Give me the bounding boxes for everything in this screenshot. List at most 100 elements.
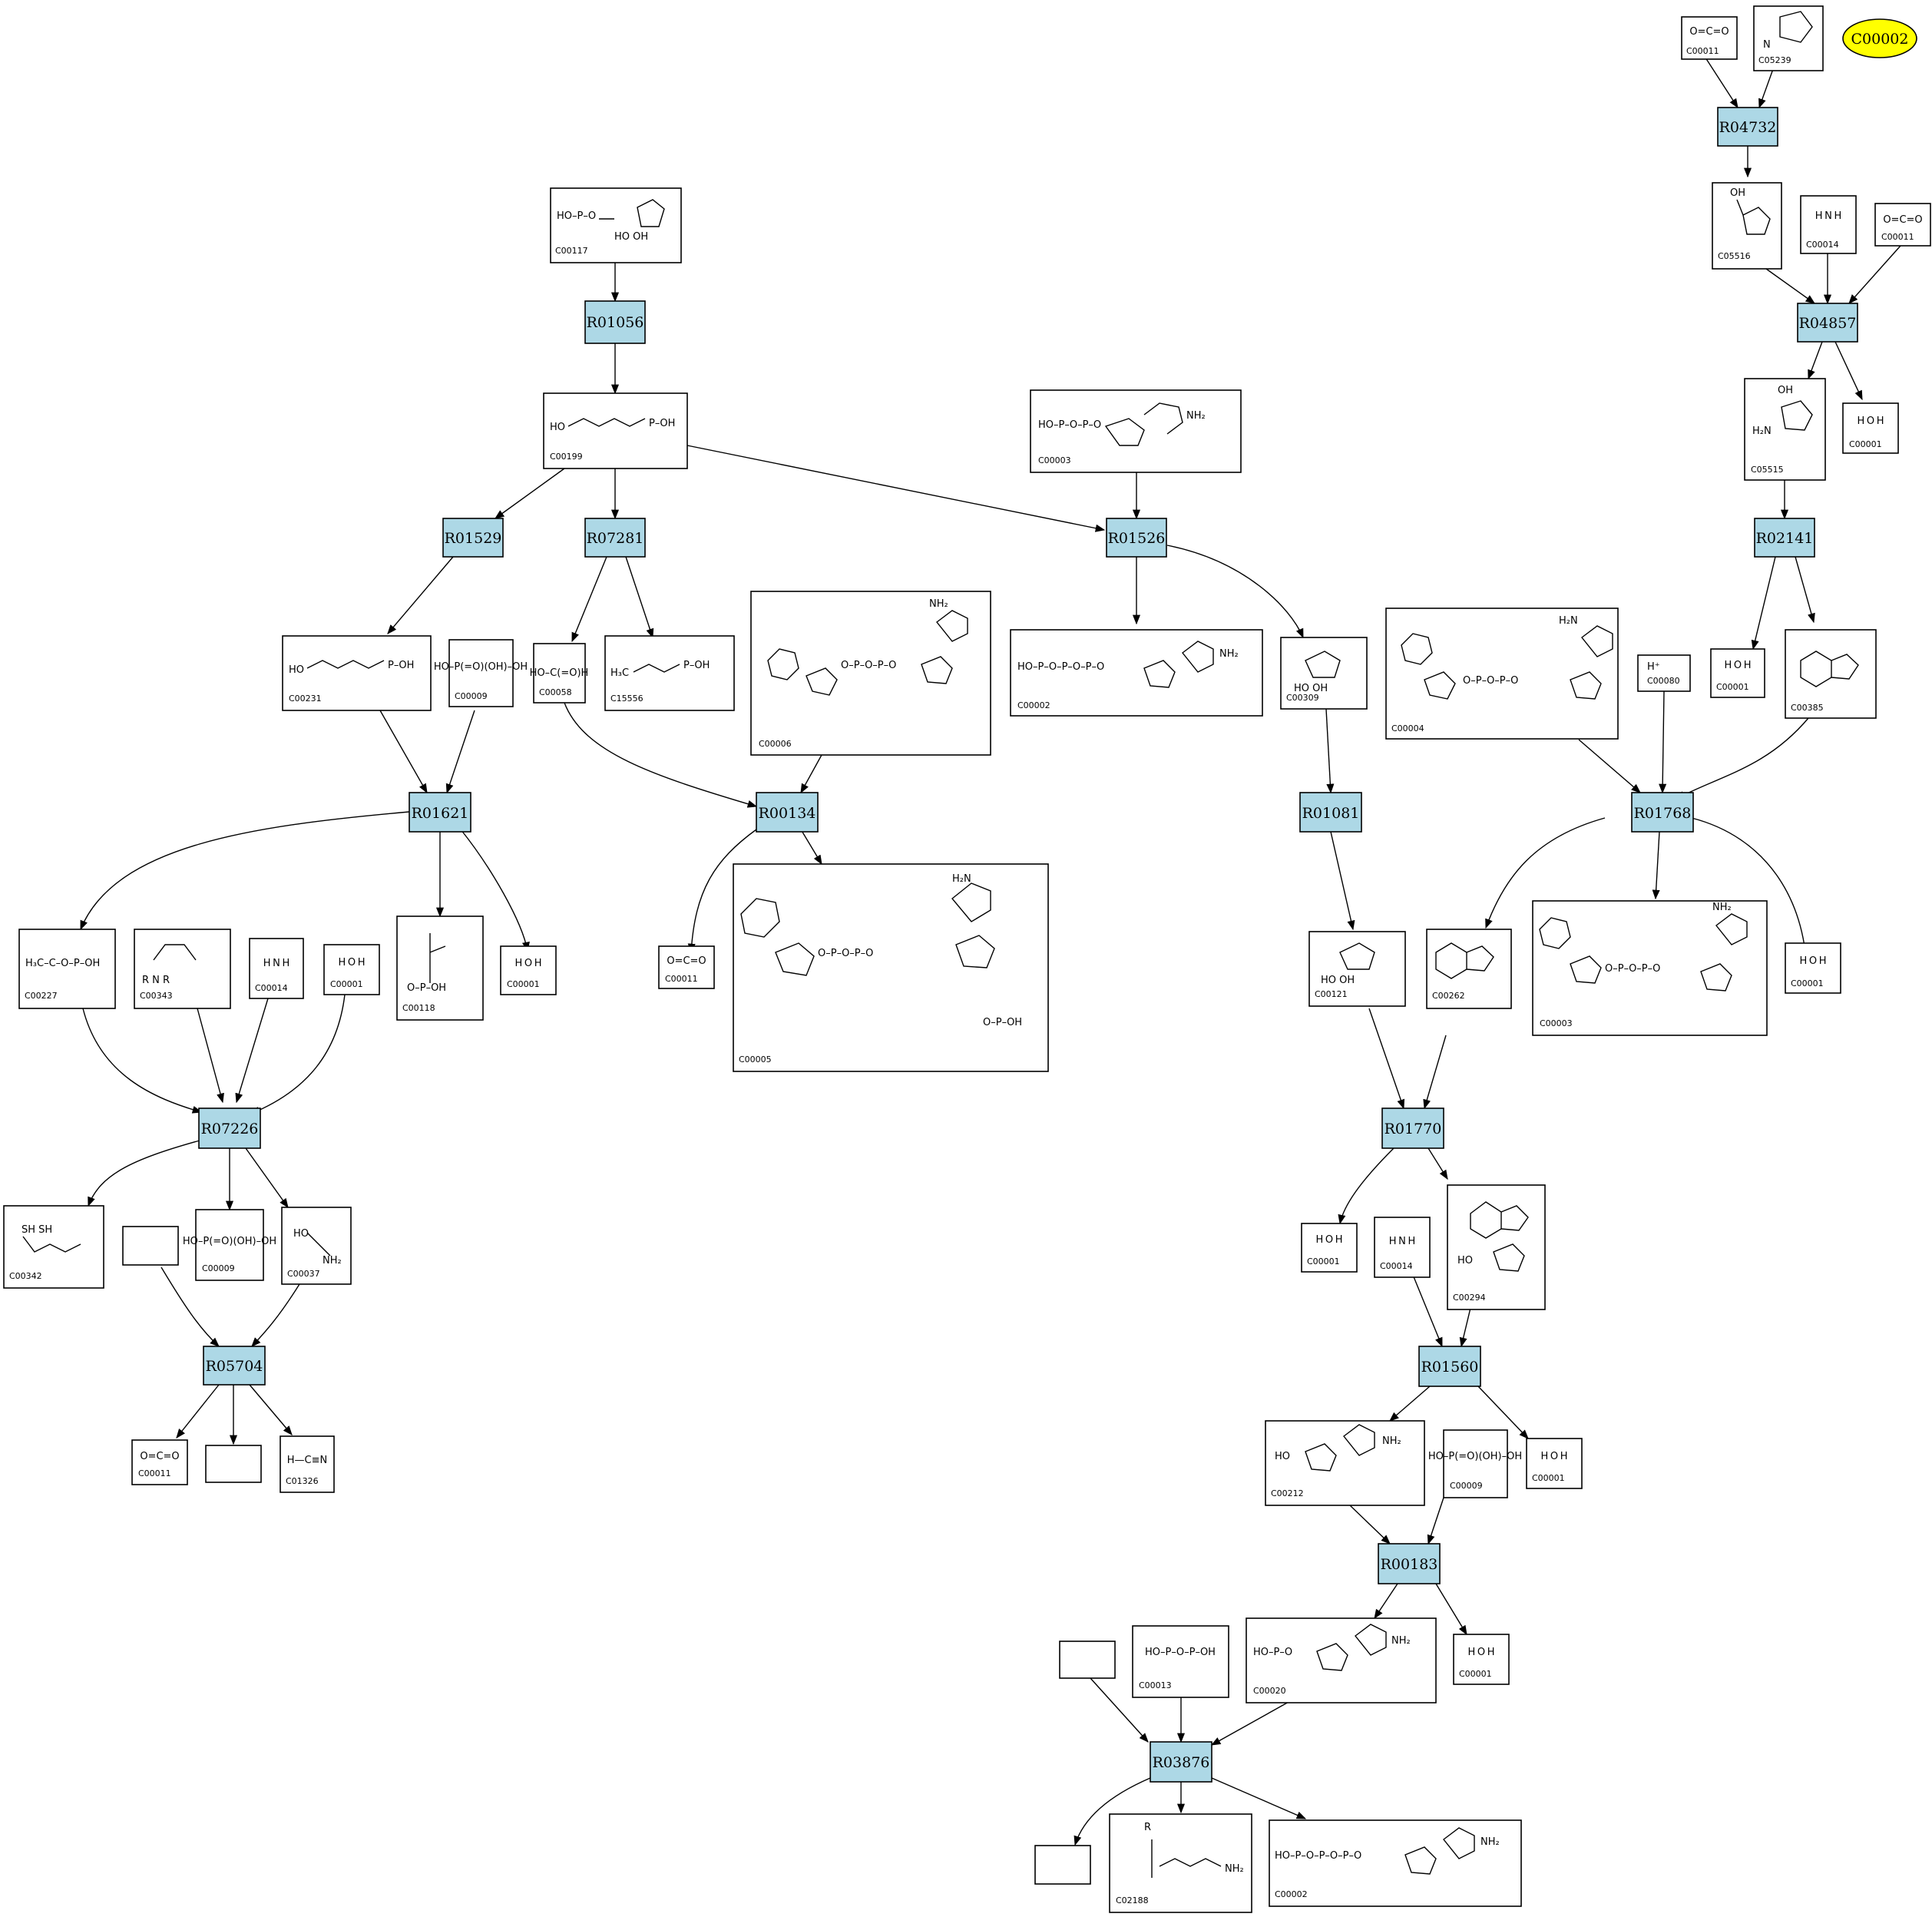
compound-id: C00343 xyxy=(140,991,173,1001)
compound-node-c00014[interactable]: H N H C00014 xyxy=(1374,1217,1431,1278)
compound-id: C00231 xyxy=(289,694,322,704)
compound-node-c00005[interactable]: O–P–O–P–O H₂N O–P–OH C00005 xyxy=(733,863,1049,1072)
reaction-label: R01560 xyxy=(1421,1359,1479,1376)
reaction-node-r01056[interactable]: R01056 xyxy=(584,300,646,344)
compound-node-c00262[interactable]: C00262 xyxy=(1426,929,1512,1009)
highlighted-compound-c00002[interactable]: C00002 xyxy=(1842,18,1917,58)
reaction-node-r01526[interactable]: R01526 xyxy=(1106,518,1167,558)
compound-node-c00001[interactable]: H O H C00001 xyxy=(1453,1634,1510,1685)
reaction-node-r01529[interactable]: R01529 xyxy=(442,518,504,558)
compound-node-c00294[interactable]: HO C00294 xyxy=(1447,1184,1546,1310)
adenosine-diphosphate-structure xyxy=(1104,402,1183,446)
compound-id: C05239 xyxy=(1758,55,1791,65)
reaction-node-r00183[interactable]: R00183 xyxy=(1378,1543,1441,1584)
phosphate-structure: HO–P(=O)(OH)–OH xyxy=(1428,1451,1522,1462)
ribulose-structure xyxy=(1305,651,1341,678)
hydroxyl-label: HO xyxy=(550,422,565,433)
unlabeled-compound-node[interactable] xyxy=(205,1445,262,1483)
compound-node-c05515[interactable]: OH H₂N C05515 xyxy=(1744,378,1826,481)
compound-node-c00002[interactable]: HO–P–O–P–O–P–O NH₂ C00002 xyxy=(1010,629,1263,717)
compound-node-c00009[interactable]: HO–P(=O)(OH)–OH C00009 xyxy=(183,1209,276,1281)
co2-structure: O=C=O xyxy=(667,955,706,967)
compound-node-c00001[interactable]: H O H C00001 xyxy=(500,945,557,995)
compound-node-c00003[interactable]: HO–P–O–P–O NH₂ C00003 xyxy=(1030,389,1242,473)
compound-node-c00080[interactable]: H⁺ C00080 xyxy=(1637,654,1691,692)
water-structure: H O H xyxy=(1468,1647,1495,1658)
compound-node-c00011[interactable]: O=C=O C00011 xyxy=(1874,203,1931,247)
compound-id: C00121 xyxy=(1315,989,1348,999)
imidazole-ring-structure xyxy=(1779,11,1813,43)
compound-node-c00342[interactable]: SH SH C00342 xyxy=(3,1205,104,1289)
edges xyxy=(80,55,1901,1846)
compound-node-c00001[interactable]: H O H C00001 xyxy=(323,944,380,995)
reaction-node-r05704[interactable]: R05704 xyxy=(203,1346,266,1386)
reaction-label: R03876 xyxy=(1153,1754,1210,1771)
phosphate-chain-label: O–P–O–P–O xyxy=(818,948,873,959)
compound-node-c00309[interactable]: HO OH C00309 xyxy=(1280,637,1368,710)
glyceraldehyde-phosphate-structure xyxy=(429,933,446,983)
compound-node-c00227[interactable]: H₃C–C–O–P–OH C00227 xyxy=(18,929,116,1009)
compound-node-c00002[interactable]: HO–P–O–P–O–P–O NH₂ C00002 xyxy=(1269,1819,1522,1907)
unlabeled-compound-node[interactable] xyxy=(1034,1845,1091,1885)
compound-node-c00014[interactable]: H N H C00014 xyxy=(1800,195,1857,254)
compound-node-c00020[interactable]: HO–P–O NH₂ C00020 xyxy=(1246,1617,1437,1703)
reaction-label: R01621 xyxy=(412,805,469,822)
compound-node-c00117[interactable]: HO–P–O HO OH C00117 xyxy=(550,187,682,263)
reaction-node-r07226[interactable]: R07226 xyxy=(198,1107,261,1149)
compound-node-c00004[interactable]: O–P–O–P–O H₂N C00004 xyxy=(1385,608,1619,740)
compound-node-c00037[interactable]: HO NH₂ C00037 xyxy=(281,1207,352,1285)
compound-node-c05516[interactable]: OH C05516 xyxy=(1712,182,1782,270)
thiol-label: SH SH xyxy=(22,1224,52,1236)
reaction-node-r07281[interactable]: R07281 xyxy=(584,518,646,558)
phosphate-chain-label: O–P–O–P–O xyxy=(1463,675,1518,687)
compound-node-c00009[interactable]: HO–P(=O)(OH)–OH C00009 xyxy=(434,639,528,707)
compound-node-c00013[interactable]: HO–P–O–P–OH C00013 xyxy=(1132,1625,1229,1698)
reaction-node-r04732[interactable]: R04732 xyxy=(1717,107,1778,147)
compound-node-c00212[interactable]: HO NH₂ C00212 xyxy=(1265,1420,1425,1506)
atp-structure xyxy=(1404,1827,1475,1875)
unlabeled-compound-node[interactable] xyxy=(1059,1641,1116,1679)
compound-node-c00118[interactable]: O–P–OH C00118 xyxy=(396,915,484,1021)
compound-node-c00003[interactable]: O–P–O–P–O NH₂ C00003 xyxy=(1532,900,1768,1036)
compound-node-c00001[interactable]: H O H C00001 xyxy=(1301,1223,1358,1273)
water-structure: H O H xyxy=(1541,1451,1568,1462)
reaction-node-r01081[interactable]: R01081 xyxy=(1299,792,1362,833)
compound-node-c00343[interactable]: R N R C00343 xyxy=(134,929,231,1009)
compound-node-c00001[interactable]: H O H C00001 xyxy=(1785,942,1841,994)
compound-node-c00231[interactable]: HO P–OH C00231 xyxy=(282,635,432,711)
compound-node-c00009[interactable]: HO–P(=O)(OH)–OH C00009 xyxy=(1428,1429,1522,1498)
compound-node-c01326[interactable]: H—C≡N C01326 xyxy=(280,1435,335,1493)
compound-node-c00006[interactable]: O–P–O–P–O NH₂ C00006 xyxy=(750,591,991,756)
compound-node-c00011[interactable]: O=C=O C00011 xyxy=(658,945,715,989)
reaction-node-r02141[interactable]: R02141 xyxy=(1754,518,1815,558)
reaction-node-r04857[interactable]: R04857 xyxy=(1797,303,1858,343)
reaction-node-r01768[interactable]: R01768 xyxy=(1631,792,1694,833)
compound-id: C00001 xyxy=(1532,1473,1565,1483)
compound-id: C00262 xyxy=(1432,991,1465,1001)
reaction-node-r01621[interactable]: R01621 xyxy=(409,792,471,833)
compound-node-c00011[interactable]: O=C=O C00011 xyxy=(1681,16,1738,60)
compound-id: C00001 xyxy=(1459,1669,1492,1679)
compound-node-c00014[interactable]: H N H C00014 xyxy=(249,938,304,999)
compound-node-c00121[interactable]: HO OH C00121 xyxy=(1308,931,1406,1007)
reaction-node-r03876[interactable]: R03876 xyxy=(1150,1741,1212,1783)
compound-id: C00013 xyxy=(1139,1680,1172,1690)
compound-node-c05239[interactable]: N C05239 xyxy=(1753,5,1824,71)
compound-id: C00001 xyxy=(1716,682,1749,692)
reaction-node-r01560[interactable]: R01560 xyxy=(1418,1346,1481,1387)
compound-node-c00385[interactable]: C00385 xyxy=(1785,629,1877,719)
compound-node-c00199[interactable]: HO P–OH C00199 xyxy=(543,392,688,469)
reaction-node-r00134[interactable]: R00134 xyxy=(756,792,819,833)
compound-node-c00011[interactable]: O=C=O C00011 xyxy=(131,1439,188,1485)
reaction-node-r01770[interactable]: R01770 xyxy=(1381,1107,1444,1149)
compound-node-c00001[interactable]: H O H C00001 xyxy=(1710,648,1765,698)
compound-node-c00058[interactable]: HO–C(=O)H C00058 xyxy=(530,643,589,704)
compound-node-c00001[interactable]: H O H C00001 xyxy=(1526,1438,1583,1489)
compound-node-c00001[interactable]: H O H C00001 xyxy=(1842,402,1899,454)
compound-node-c02188[interactable]: R NH₂ C02188 xyxy=(1109,1813,1252,1913)
co2-structure: O=C=O xyxy=(1689,26,1729,38)
compound-node-c15556[interactable]: H₃C P–OH C15556 xyxy=(604,635,735,711)
unlabeled-compound-node[interactable] xyxy=(122,1226,179,1266)
reaction-label: R01770 xyxy=(1384,1121,1442,1137)
